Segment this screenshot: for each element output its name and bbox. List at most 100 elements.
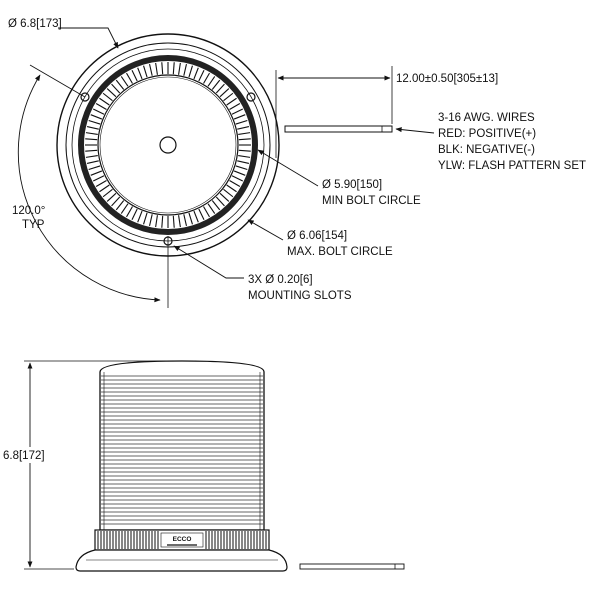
lens-ridge-tick	[178, 215, 181, 228]
lens-ridge-tick	[85, 132, 98, 135]
lens-ridge-tick	[148, 63, 153, 76]
lens-ridge-tick	[155, 215, 158, 228]
lens-ridge-tick	[188, 212, 193, 225]
lens-ridge-tick	[238, 155, 251, 158]
base-band-ribs	[97, 531, 267, 549]
lens-ridge-tick	[137, 210, 143, 223]
lens-ridge-tick	[183, 63, 188, 76]
height-label: 6.8[172]	[3, 450, 45, 462]
slots-leader	[173, 245, 244, 279]
lens-ridge-tick	[131, 208, 138, 221]
lens-ridge-tick	[211, 200, 221, 211]
lens-ridge-tick	[231, 108, 244, 115]
lens-ridge-tick	[131, 69, 138, 82]
lens-ridge-tick	[102, 92, 113, 102]
lens-ridge-tick	[223, 188, 234, 198]
lens-ridge-tick	[85, 149, 98, 152]
lens-ridge-tick	[237, 125, 250, 130]
mounting-slot	[246, 92, 256, 102]
lens-ridge-tick	[102, 188, 113, 198]
min-bolt-circle-label: MIN BOLT CIRCLE	[322, 195, 421, 207]
lens-ridge-tick	[85, 138, 98, 141]
lens-inner-circle-2	[99, 76, 237, 214]
lens-ridge-tick	[137, 67, 143, 80]
lens-ridge-tick	[226, 184, 237, 193]
lens-ridge-tick	[111, 83, 121, 94]
lens-ridge-tick	[219, 88, 230, 98]
lens-ridge-tick	[106, 192, 117, 202]
angle-arc	[17, 74, 161, 303]
wire-length-label: 12.00±0.50[305±13]	[396, 73, 498, 85]
lens-ridge-tick	[126, 206, 133, 218]
slots-quantity-label: 3X Ø 0.20[6]	[248, 274, 313, 286]
lens-ridge-tick	[178, 62, 181, 75]
lens-ridge-tick	[203, 72, 210, 84]
lens-ridge-tick	[120, 203, 129, 214]
lens-ridge-tick	[211, 79, 221, 90]
lens-ridge-tick	[229, 180, 241, 187]
lens-ridge-tick	[219, 192, 230, 202]
lens-ridge-tick	[233, 114, 246, 120]
lens-ridge-tick	[229, 103, 241, 110]
lens-ridge-tick	[95, 103, 107, 110]
base-marking-label: ECCO	[173, 536, 192, 543]
lens-ridge-tick	[207, 203, 216, 214]
lens-ridge-tick	[88, 120, 101, 125]
lens-ridge-tick	[188, 65, 193, 78]
lens-ridge-ticks	[85, 62, 251, 228]
max-bolt-diameter-label: Ø 6.06[154]	[287, 230, 347, 242]
lens-ridge-tick	[148, 214, 153, 227]
lens-ridge-tick	[120, 76, 129, 87]
wire-note-gauge: 3-16 AWG. WIRES	[438, 112, 535, 124]
side-view: 6.8[172] ECCO	[2, 360, 405, 572]
lens-ridge-tick	[223, 92, 234, 102]
lens-ridges	[101, 375, 263, 525]
lens-ridge-tick	[95, 180, 107, 187]
wire-side	[299, 563, 405, 570]
lens-ridge-tick	[198, 69, 205, 82]
lens-ridge-tick	[115, 200, 125, 211]
lens-ridge-tick	[161, 62, 164, 75]
lens-ridge-tick	[99, 184, 110, 193]
wire-note-black: BLK: NEGATIVE(-)	[438, 144, 535, 156]
top-view: Ø 6.8[173] 120.0° TYP Ø 5.90[150] MIN BO…	[8, 18, 586, 308]
lens-ridge-tick	[115, 79, 125, 90]
center-hole	[159, 136, 177, 154]
lens-ridge-tick	[193, 67, 199, 80]
lens-ridge-tick	[88, 165, 101, 170]
lens-ridge-tick	[86, 125, 99, 130]
base-flange	[75, 549, 288, 572]
lens-ridge-tick	[238, 149, 251, 152]
lens-ridge-tick	[92, 108, 105, 115]
lens-ridge-tick	[111, 196, 121, 207]
lens-rim-dark	[78, 55, 258, 235]
base-label-plate	[160, 532, 204, 548]
lens-ridge-tick	[92, 175, 105, 182]
lens-ridge-tick	[106, 88, 117, 98]
lens-ridge-tick	[215, 196, 225, 207]
angle-note-label: TYP	[22, 219, 45, 231]
lens-diameter-label: Ø 6.8[173]	[8, 18, 62, 30]
lens-ridge-tick	[90, 170, 103, 176]
min-bolt-diameter-label: Ø 5.90[150]	[322, 179, 382, 191]
lens-ridge-tick	[85, 155, 98, 158]
angle-value-label: 120.0°	[12, 205, 45, 217]
max-bolt-leader	[247, 219, 284, 241]
lens-ridge-tick	[155, 62, 158, 75]
lens-ridge-tick	[238, 138, 251, 141]
max-bolt-circle	[71, 48, 265, 242]
height-label-bg	[2, 447, 50, 463]
lens-ridge-tick	[207, 76, 216, 87]
lens-ridge-tick	[235, 165, 248, 170]
lens-ridge-tick	[90, 114, 103, 120]
max-bolt-circle-label: MAX. BOLT CIRCLE	[287, 246, 393, 258]
lens-ridge-tick	[172, 62, 175, 75]
lens-ridge-tick	[161, 215, 164, 228]
lens-ridge-tick	[183, 214, 188, 227]
wire-note-yellow: YLW: FLASH PATTERN SET	[438, 160, 586, 172]
lens-dome	[99, 360, 265, 531]
lens-ridge-tick	[215, 83, 225, 94]
wire-note-red: RED: POSITIVE(+)	[438, 128, 536, 140]
lens-ridge-tick	[143, 65, 148, 78]
